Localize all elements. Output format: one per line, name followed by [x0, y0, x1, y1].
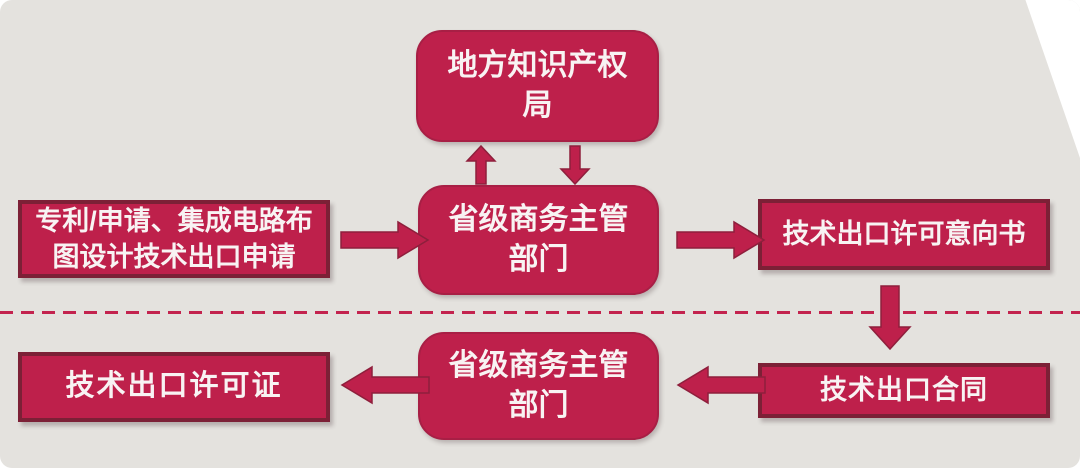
dashed-divider — [0, 311, 1080, 314]
arrow-down-icon — [868, 285, 912, 351]
arrow-left-icon — [340, 365, 430, 405]
node-export-contract: 技术出口合同 — [758, 363, 1050, 418]
node-provincial-commerce-initial: 省级商务主管部门 — [418, 185, 659, 295]
arrow-left-icon — [676, 365, 766, 405]
node-local-ip-office: 地方知识产权局 — [416, 30, 659, 142]
arrow-up-icon — [464, 145, 498, 185]
photo-edge-wedge — [1025, 0, 1080, 158]
node-export-license: 技术出口许可证 — [18, 352, 330, 422]
node-provincial-commerce-final: 省级商务主管部门 — [418, 332, 659, 440]
node-export-application: 专利/申请、集成电路布图设计技术出口申请 — [18, 200, 330, 278]
arrow-right-icon — [676, 220, 766, 260]
arrow-down-icon — [558, 145, 592, 185]
arrow-right-icon — [340, 220, 430, 260]
node-license-letter-of-intent: 技术出口许可意向书 — [758, 199, 1050, 270]
